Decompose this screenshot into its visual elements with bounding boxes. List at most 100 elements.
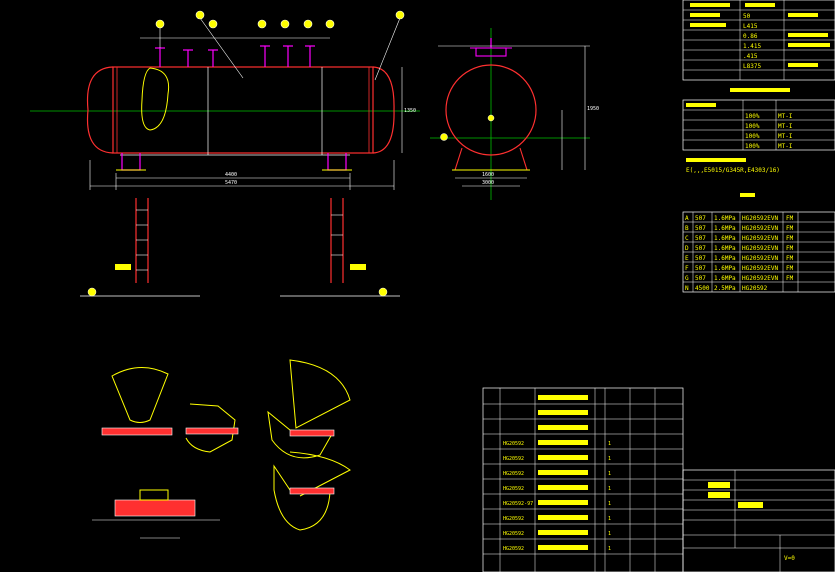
nozzle-id: A xyxy=(685,215,689,222)
inspect-method-2: MT-I xyxy=(778,123,793,130)
nozzle-pn: 1.6MPa xyxy=(714,235,736,242)
parts-row-desc-mark xyxy=(538,395,588,400)
nozzle-standard: HG20592EVN xyxy=(742,235,779,242)
nozzle-standard: HG20592EVN xyxy=(742,265,779,272)
nozzle-standard: HG20592EVN xyxy=(742,245,779,252)
nozzle-standard: HG20592EVN xyxy=(742,275,779,282)
nozzle-face: FM xyxy=(786,225,794,232)
vessel-side-view: 4400 5470 1350 xyxy=(30,17,420,190)
nozzle-dn: 507 xyxy=(695,275,706,282)
parts-code: HG20592 xyxy=(503,456,524,462)
parts-code: HG20592 xyxy=(503,516,524,522)
nozzle-face: FM xyxy=(786,265,794,272)
parts-code: HG20592 xyxy=(503,471,524,477)
nozzle-dn: 507 xyxy=(695,245,706,252)
parts-row-desc-mark xyxy=(538,530,588,535)
nozzle-dn: 507 xyxy=(695,225,706,232)
nozzle-id: G xyxy=(685,275,689,282)
nozzle-face: FM xyxy=(786,255,794,262)
inspect-method-3: MT-I xyxy=(778,133,793,140)
nozzle-id: N xyxy=(685,285,689,292)
parts-code: HG20592-97 xyxy=(503,501,533,507)
spec-value-6: L8375 xyxy=(743,63,761,70)
parts-row-desc-mark xyxy=(538,410,588,415)
balloon-group-top xyxy=(155,10,405,29)
spec-table: 50 L415 0.86 1.415 .415 L8375 xyxy=(682,0,835,81)
spec-value-4: 1.415 xyxy=(743,43,761,50)
spec-value-5: .415 xyxy=(743,53,758,60)
nozzle-pn: 1.6MPa xyxy=(714,265,736,272)
nozzle-standard: HG20592EVN xyxy=(742,215,779,222)
parts-qty: 1 xyxy=(608,441,611,447)
parts-row-desc-mark xyxy=(538,470,588,475)
nozzle-pn: 1.6MPa xyxy=(714,215,736,222)
title-scale: V=0 xyxy=(784,555,795,562)
nozzle-id: E xyxy=(685,255,689,262)
parts-row-desc-mark xyxy=(538,485,588,490)
parts-row-desc-mark xyxy=(538,455,588,460)
inspect-method-1: MT-I xyxy=(778,113,793,120)
nozzle-pn: 2.5MPa xyxy=(714,285,736,292)
nozzle-dn: 507 xyxy=(695,215,706,222)
nozzle-pn: 1.6MPa xyxy=(714,245,736,252)
nozzle-standard: HG20592 xyxy=(742,285,768,292)
parts-qty: 1 xyxy=(608,531,611,537)
nozzle-pn: 1.6MPa xyxy=(714,255,736,262)
nozzle-face: FM xyxy=(786,235,794,242)
parts-code: HG20592 xyxy=(503,441,524,447)
parts-row-desc-mark xyxy=(538,425,588,430)
vessel-end-view: 1950 1600 3000 xyxy=(430,28,599,200)
nozzle-face: FM xyxy=(786,215,794,222)
dim-vessel-length: 4400 xyxy=(225,172,237,178)
nozzle-face: FM xyxy=(786,245,794,252)
dim-support-base: 3000 xyxy=(482,180,494,186)
parts-qty: 1 xyxy=(608,471,611,477)
nozzle-dn: 507 xyxy=(695,235,706,242)
spec-value-3: 0.86 xyxy=(743,33,758,40)
parts-qty: 1 xyxy=(608,486,611,492)
parts-code: HG20592 xyxy=(503,546,524,552)
parts-row-desc-mark xyxy=(538,545,588,550)
weld-details xyxy=(92,359,351,539)
parts-qty: 1 xyxy=(608,501,611,507)
nozzle-pn: 1.6MPa xyxy=(714,275,736,282)
dim-support-width: 1600 xyxy=(482,172,494,178)
nozzle-id: D xyxy=(685,245,689,252)
inspect-pct-1: 100% xyxy=(745,113,760,120)
nozzle-id: F xyxy=(685,265,689,272)
ladder-detail-right xyxy=(280,198,400,297)
inspect-method-4: MT-I xyxy=(778,143,793,150)
dim-vessel-height: 1350 xyxy=(404,108,416,114)
inspection-table: 100% MT-I 100% MT-I 100% MT-I 100% MT-I xyxy=(682,99,835,151)
spec-value-1: 50 xyxy=(743,13,751,20)
nozzle-dn: 4500 xyxy=(695,285,710,292)
nozzle-id: B xyxy=(685,225,689,232)
parts-qty: 1 xyxy=(608,546,611,552)
dim-end-height: 1950 xyxy=(587,106,599,112)
inspect-pct-4: 100% xyxy=(745,143,760,150)
nozzle-standard: HG20592EVN xyxy=(742,225,779,232)
dim-overall-length: 5470 xyxy=(225,180,237,186)
nozzle-id: C xyxy=(685,235,689,242)
spec-header-marks xyxy=(686,3,830,197)
nozzle-dn: 507 xyxy=(695,255,706,262)
nozzle-dn: 507 xyxy=(695,265,706,272)
parts-qty: 1 xyxy=(608,516,611,522)
inspect-pct-3: 100% xyxy=(745,133,760,140)
spec-value-2: L415 xyxy=(743,23,758,30)
parts-list-table xyxy=(482,387,684,572)
nozzle-face: FM xyxy=(786,275,794,282)
parts-row-desc-mark xyxy=(538,515,588,520)
parts-code: HG20592 xyxy=(503,531,524,537)
nozzle-table xyxy=(682,211,835,293)
parts-row-desc-mark xyxy=(538,440,588,445)
parts-row-desc-mark xyxy=(538,500,588,505)
nozzle-standard: HG20592EVN xyxy=(742,255,779,262)
weld-note-line: E(,,,E5015/G345R,E4303/16) xyxy=(686,167,780,174)
parts-code: HG20592 xyxy=(503,486,524,492)
inspect-pct-2: 100% xyxy=(745,123,760,130)
parts-qty: 1 xyxy=(608,456,611,462)
